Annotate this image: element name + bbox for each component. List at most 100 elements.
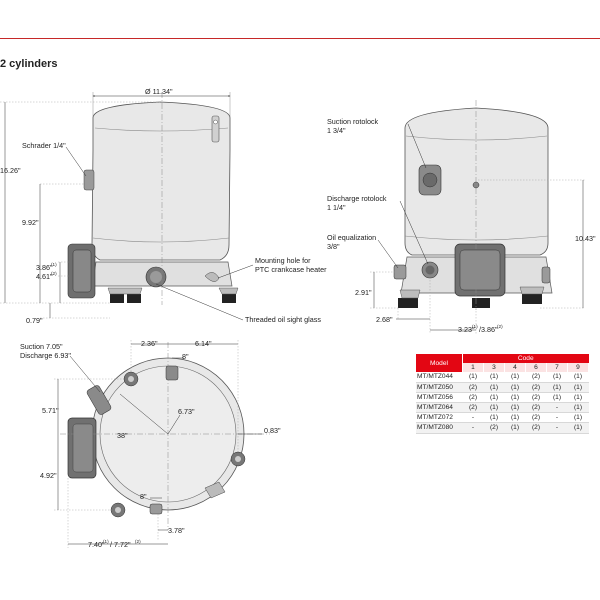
dim-8a-label: 8" (182, 352, 189, 361)
top-view: Suction 7.05" Discharge 6.93" 2.36" 6.14… (20, 339, 281, 549)
code-cell: (1) (504, 422, 526, 434)
code-cell: - (546, 422, 568, 434)
header-rule (0, 38, 600, 39)
code-cell: (1) (462, 372, 484, 383)
code-cell: (2) (525, 372, 547, 383)
top-mount-bottom-hole (115, 507, 121, 513)
oil-equalization-leader (377, 239, 399, 269)
dim-614-label: 6.14" (195, 339, 212, 348)
model-header: Model (416, 354, 463, 373)
top-terminal-box-inner (72, 423, 94, 473)
model-cell: MT/MTZ056 (416, 392, 463, 404)
oil-equalization-label-2: 3/8" (327, 242, 340, 251)
code-cell: (2) (525, 402, 547, 414)
top-diag-line (119, 393, 169, 435)
oil-equalization-label-1: Oil equalization (327, 233, 376, 242)
suction-rotolock-inner (422, 172, 438, 188)
table-row: MT/MTZ064(2)(1)(1)(2)-(1) (416, 402, 589, 414)
table-row: MT/MTZ072-(1)(1)(2)-(1) (416, 412, 589, 424)
schrader-leader (65, 146, 87, 177)
code-cell: (1) (483, 412, 505, 424)
front-foot-bracket-right (218, 287, 239, 295)
side-view: Suction rotolock 1 3/4" Discharge rotolo… (327, 100, 596, 334)
code-header: Code (462, 354, 589, 364)
code-cell: - (462, 422, 484, 434)
dim-386-sup: (1) (51, 262, 57, 267)
model-cell: MT/MTZ072 (416, 412, 463, 424)
top-suction-connection (86, 385, 112, 415)
oil-equalization-fitting (393, 264, 407, 280)
mounting-hole-label-1: Mounting hole for (255, 256, 311, 265)
dim-083-label: 0.83" (264, 426, 281, 435)
code-col-header: 7 (546, 363, 568, 373)
oil-sight-label: Threaded oil sight glass (245, 315, 321, 324)
table-row: MT/MTZ050(2)(1)(1)(2)(1)(1) (416, 382, 589, 393)
dim-291-label: 2.91" (355, 288, 372, 297)
top-mount-right-hole (235, 456, 241, 462)
dim-323-sup: (1) (472, 324, 478, 329)
code-cell: (1) (483, 372, 505, 383)
code-cell: (2) (462, 402, 484, 414)
code-cell: (1) (504, 382, 526, 393)
dim-461-label: 4.61" (36, 272, 53, 281)
top-bottom-fitting (149, 503, 163, 515)
dim-673-line (167, 414, 181, 435)
dim-461-sup: (2) (51, 271, 57, 276)
top-discharge-connection (165, 365, 179, 381)
top-right-fitting (204, 481, 226, 499)
mounting-hole-label-2: PTC crankcase heater (255, 265, 327, 274)
front-foot-left (110, 294, 124, 303)
front-view: Ø 11.34" 16.26" Schrader 1/4" 9.92" 3.86… (0, 87, 327, 325)
model-cell: MT/MTZ044 (416, 372, 463, 383)
code-table: Model Code 1 3 4 6 7 9 MT/MTZ044(1)(1)(1… (416, 354, 589, 434)
code-cell: (1) (567, 372, 589, 383)
code-cell: (2) (462, 382, 484, 393)
dim-386b-sup: (2) (497, 324, 503, 329)
side-foot-right (522, 294, 542, 304)
code-cell: - (546, 412, 568, 424)
diameter-label: Ø 11.34" (145, 87, 173, 96)
suction-705-label: Suction 7.05" (20, 342, 63, 351)
suction-discharge-leader (69, 355, 101, 393)
dim-386-label: 3.86" (36, 263, 53, 272)
table-row: MT/MTZ080-(2)(1)(2)-(1) (416, 422, 589, 434)
code-cell: (1) (546, 382, 568, 393)
code-cell: (2) (525, 412, 547, 424)
table-row: MT/MTZ056(2)(1)(1)(2)(1)(1) (416, 392, 589, 404)
code-col-header: 1 (462, 363, 484, 373)
side-foot-bracket-right (519, 286, 545, 295)
dim-772-label: / 7.72" (110, 540, 131, 549)
discharge-rotolock-inner (425, 265, 435, 275)
side-compressor-shell (404, 107, 549, 256)
front-foot-right (222, 294, 236, 303)
code-col-header: 6 (525, 363, 547, 373)
dim-673-label: 6.73" (178, 407, 195, 416)
suction-rotolock-label-1: Suction rotolock (327, 117, 379, 126)
code-cell: (1) (546, 392, 568, 404)
code-cell: (1) (504, 392, 526, 404)
top-mount-top-hole (128, 376, 134, 382)
dim-740-label: 7.40" (88, 540, 105, 549)
code-table-body: MT/MTZ044(1)(1)(1)(2)(1)(1)MT/MTZ050(2)(… (416, 372, 589, 434)
code-cell: (2) (462, 392, 484, 404)
side-foot-left (398, 298, 418, 308)
table-row: MT/MTZ044(1)(1)(1)(2)(1)(1) (416, 372, 589, 383)
height-total-label: 16.26" (0, 166, 21, 175)
front-compressor-shell (91, 101, 231, 261)
code-cell: (1) (567, 422, 589, 434)
code-cell: - (546, 402, 568, 414)
dim-38-label: 38" (117, 431, 128, 440)
discharge-693-label: Discharge 6.93" (20, 351, 71, 360)
dim-740-sup: (1) (103, 539, 109, 544)
side-right-fitting (541, 266, 551, 284)
discharge-rotolock-leader (399, 200, 429, 265)
suction-rotolock-label-2: 1 3/4" (327, 126, 346, 135)
dim-079-label: 0.79" (26, 316, 43, 325)
front-foot-mid (127, 294, 141, 303)
dim-268-label: 2.68" (376, 315, 393, 324)
dim-386b-label: /3.86" (479, 325, 498, 334)
code-cell: (2) (525, 422, 547, 434)
dim-492-label: 4.92" (40, 471, 57, 480)
dim-1043-label: 10.43" (575, 234, 596, 243)
